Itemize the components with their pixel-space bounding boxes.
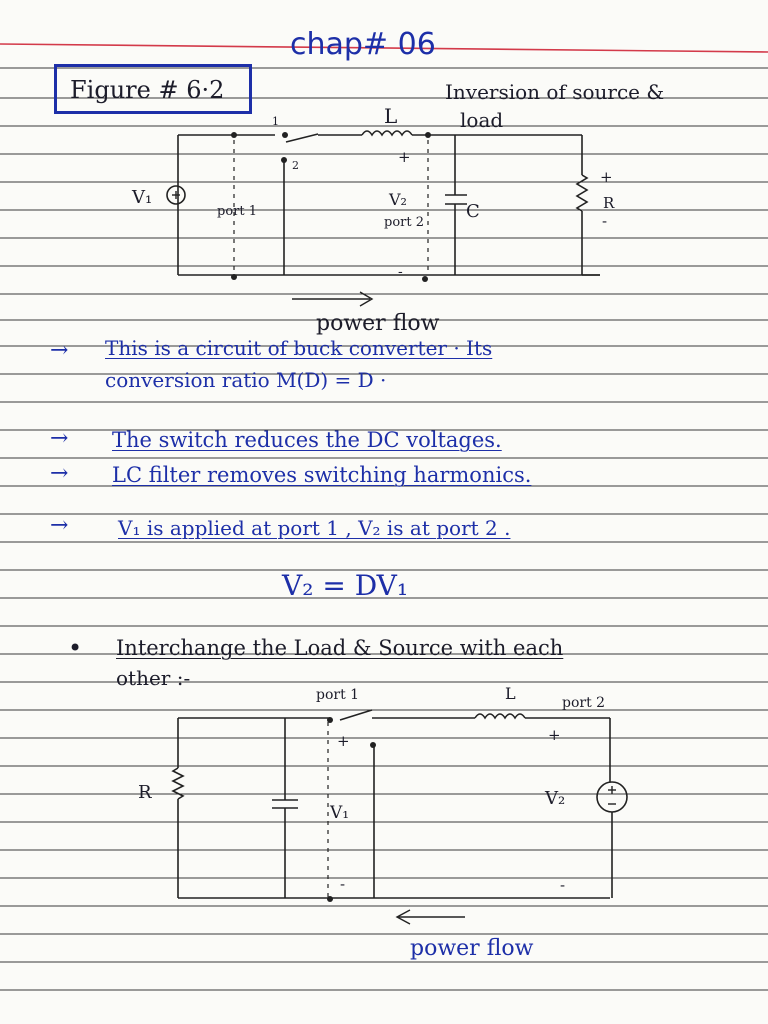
port2-label: port 2 xyxy=(384,215,424,230)
power-flow-label: power flow xyxy=(410,936,534,961)
minus-sign: - xyxy=(560,876,566,894)
note-arrow: → xyxy=(50,461,69,486)
minus-sign: - xyxy=(340,875,346,893)
inductor-label: L xyxy=(384,104,398,128)
note5-line1: Interchange the Load & Source with each xyxy=(116,636,564,660)
source-v1-label: V₁ xyxy=(132,187,153,208)
power-flow-label: power flow xyxy=(316,311,440,336)
note1-line1: This is a circuit of buck converter · It… xyxy=(105,336,493,360)
v2-label: V₂ xyxy=(545,788,566,809)
note-arrow: → xyxy=(50,426,69,451)
figure-label-box xyxy=(54,64,252,114)
note2-text: The switch reduces the DC voltages. xyxy=(112,428,502,452)
plus-sign: + xyxy=(548,726,561,744)
plus-sign: + xyxy=(398,148,411,166)
note1-line2: conversion ratio M(D) = D · xyxy=(105,368,387,392)
figure-caption-line1: Inversion of source & xyxy=(445,80,665,104)
note5-line2: other :- xyxy=(116,666,191,690)
switch-position-1: 1 xyxy=(272,115,279,128)
capacitor-label: C xyxy=(466,201,480,222)
minus-sign: - xyxy=(398,264,403,280)
switch-position-2: 2 xyxy=(292,159,299,172)
note-arrow: → xyxy=(50,513,69,538)
inductor-label: L xyxy=(505,684,516,703)
note-arrow: → xyxy=(50,338,69,363)
bullet: • xyxy=(68,634,83,662)
resistor-label: R xyxy=(603,194,615,212)
note4-text: V₁ is applied at port 1 , V₂ is at port … xyxy=(118,516,511,540)
port2-label: port 2 xyxy=(562,695,606,711)
resistor-plus: + xyxy=(600,168,613,186)
v1-label: V₁ xyxy=(330,803,350,823)
figure-label: Figure # 6·2 xyxy=(70,76,225,104)
figure-caption-line2: load xyxy=(460,108,504,132)
resistor-minus: - xyxy=(602,212,608,230)
note3-text: LC filter removes switching harmonics. xyxy=(112,463,532,487)
conversion-equation: V₂ = DV₁ xyxy=(282,569,409,602)
v2-label: V₂ xyxy=(389,190,407,209)
page-title: chap# 06 xyxy=(290,27,436,62)
plus-sign: + xyxy=(337,732,350,750)
port1-label: port 1 xyxy=(316,687,360,703)
port1-label: port 1 xyxy=(217,204,257,219)
resistor-label: R xyxy=(138,782,152,803)
